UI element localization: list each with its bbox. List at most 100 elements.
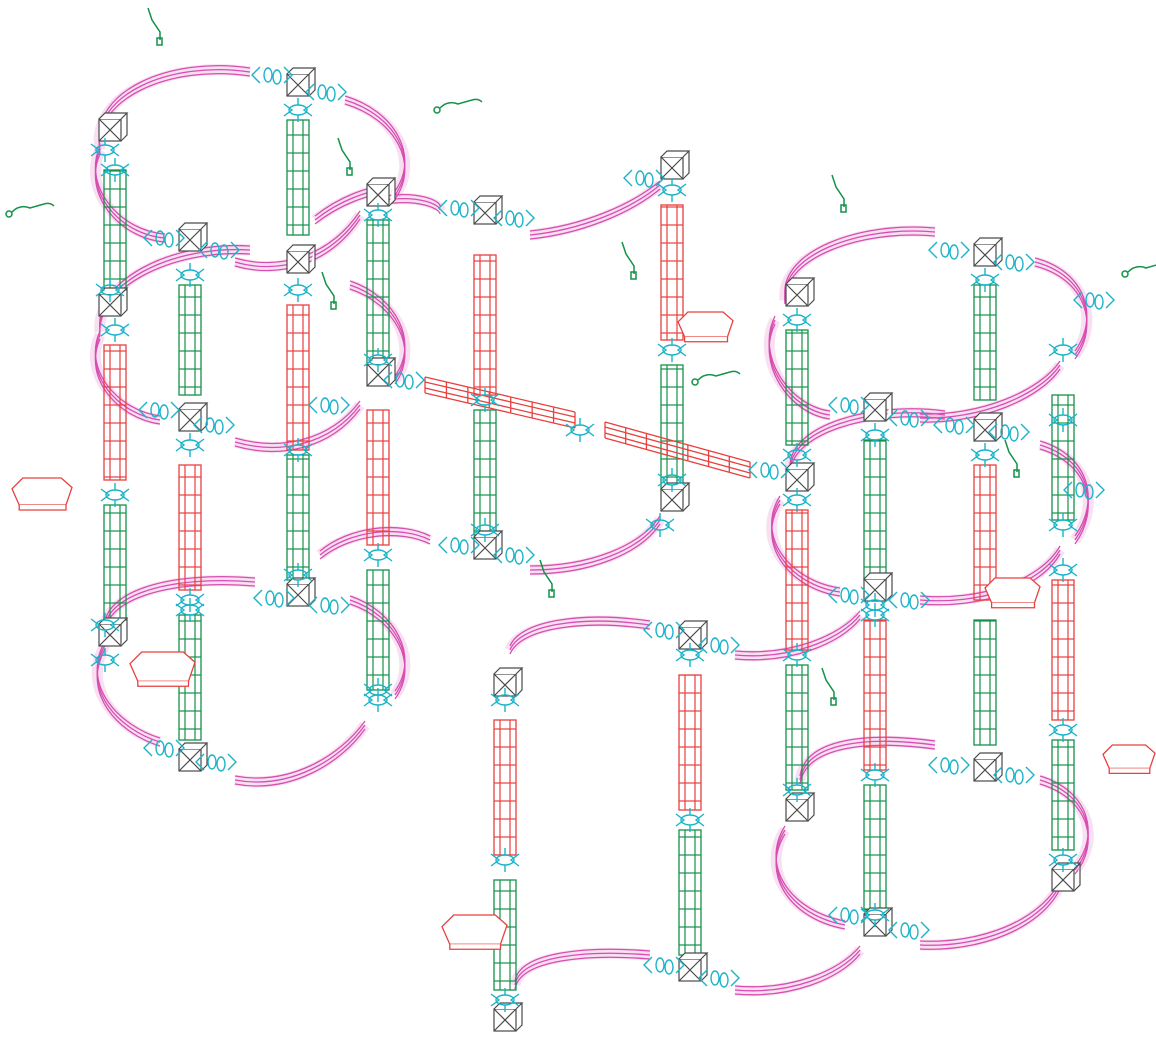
cube-brace: [973, 243, 997, 267]
curved-truss-segment: [529, 515, 665, 576]
straight-truss-section: [660, 204, 684, 341]
curved-truss-chord-top: [349, 595, 406, 692]
fitting-disc: [940, 757, 950, 773]
truss-lacing: [974, 620, 996, 745]
clamp-accessory: [831, 174, 847, 213]
fitting-clamp: [888, 921, 930, 939]
curved-truss-chord-mid: [349, 284, 406, 381]
coupler-arms: [90, 613, 120, 637]
fitting-disc: [320, 597, 330, 613]
fitting-disc: [1094, 294, 1104, 310]
coupler-connector: [888, 409, 930, 428]
coupler-arms: [470, 518, 500, 542]
coupler-arms: [1048, 558, 1078, 582]
coupler-connector: [1063, 481, 1105, 500]
coupler-connector: [623, 169, 665, 188]
cube-node: [973, 237, 1004, 267]
curved-truss-chord-bottom: [529, 188, 661, 240]
fitting-disc: [900, 922, 910, 938]
fitting-disc: [900, 592, 910, 608]
coupler-arms: [490, 988, 520, 1012]
coupler-arms: [565, 418, 595, 442]
coupler-arms: [970, 443, 1000, 467]
fitting-disc: [840, 907, 850, 923]
coupler-connector: [993, 766, 1035, 785]
coupler-connector: [198, 241, 240, 260]
curved-truss-chord-mid: [509, 620, 651, 651]
curved-truss-chord-top: [734, 945, 861, 988]
straight-truss-section: [286, 304, 310, 451]
fitting-disc: [1005, 254, 1015, 270]
cube-node: [178, 402, 209, 432]
truss-lacing: [974, 285, 996, 400]
fitting-clamp: [143, 229, 185, 247]
clamp-eye: [5, 210, 13, 218]
fitting-clamp: [193, 416, 235, 434]
coupler-connector: [253, 589, 295, 608]
cube-depth: [366, 177, 397, 207]
coupler-connector: [175, 433, 205, 457]
fitting-disc: [1014, 256, 1024, 272]
clamp-arm: [439, 98, 483, 109]
coupler-connector: [1048, 558, 1078, 582]
straight-truss-section: [678, 674, 702, 811]
coupler-connector: [860, 763, 890, 787]
coupler-arms: [782, 643, 812, 667]
base-top: [11, 477, 73, 506]
curved-truss-chord-mid: [529, 184, 661, 236]
curved-truss-chord-bottom: [734, 618, 861, 661]
fitting-disc: [1014, 769, 1024, 785]
fitting-clamp: [643, 956, 685, 974]
coupler-connector: [308, 596, 350, 615]
fitting-disc: [849, 399, 859, 415]
beam-chord: [424, 387, 576, 424]
straight-truss-section: [103, 344, 127, 481]
fitting-clamp: [305, 83, 347, 101]
fitting-disc: [205, 417, 215, 433]
curved-truss-chord-top: [234, 720, 366, 779]
fitting-disc: [949, 244, 959, 260]
node-layer: [90, 66, 1115, 1032]
curved-truss-layer: [89, 64, 1094, 997]
base-top: [677, 311, 734, 338]
curved-truss-chord-top: [775, 825, 846, 922]
clamp-arm: [1004, 439, 1018, 472]
cube-brace: [286, 73, 310, 97]
straight-truss-section: [863, 439, 887, 581]
coupler-arms: [100, 318, 130, 342]
truss-lacing: [864, 440, 886, 580]
coupler-connector: [970, 443, 1000, 467]
fitting-clamp: [143, 739, 185, 757]
cube-node: [785, 277, 816, 307]
truss-lacing: [786, 510, 808, 650]
coupler-connector: [657, 178, 687, 202]
straight-truss-section: [493, 719, 517, 856]
coupler-connector: [138, 401, 180, 420]
fitting-clamp: [928, 756, 970, 774]
coupler-connector: [748, 461, 790, 480]
truss-lacing: [287, 455, 309, 580]
base-edge: [18, 505, 67, 511]
fitting-disc: [949, 759, 959, 775]
coupler-arms: [100, 483, 130, 507]
straight-truss-section: [366, 569, 390, 691]
fitting-disc: [404, 374, 414, 390]
cube-node: [863, 392, 894, 422]
curved-truss-chord-bottom: [349, 603, 406, 700]
curved-truss-chord-top: [514, 948, 651, 982]
curved-truss-chord-bottom: [775, 833, 846, 930]
curved-truss-band: [529, 180, 664, 241]
curved-truss-segment: [348, 279, 411, 385]
fitting-disc: [459, 539, 469, 555]
coupler-connector: [470, 388, 500, 412]
fitting-disc: [274, 592, 284, 608]
coupler-connector: [828, 396, 870, 415]
straight-truss-section: [366, 219, 390, 366]
fitting-disc: [644, 172, 654, 188]
fitting-clamp: [698, 636, 740, 654]
coupler-connector: [675, 808, 705, 832]
fitting-disc: [164, 742, 174, 758]
coupler-arms: [175, 588, 205, 612]
truss-lacing: [367, 220, 389, 365]
fitting-disc: [1005, 767, 1015, 783]
